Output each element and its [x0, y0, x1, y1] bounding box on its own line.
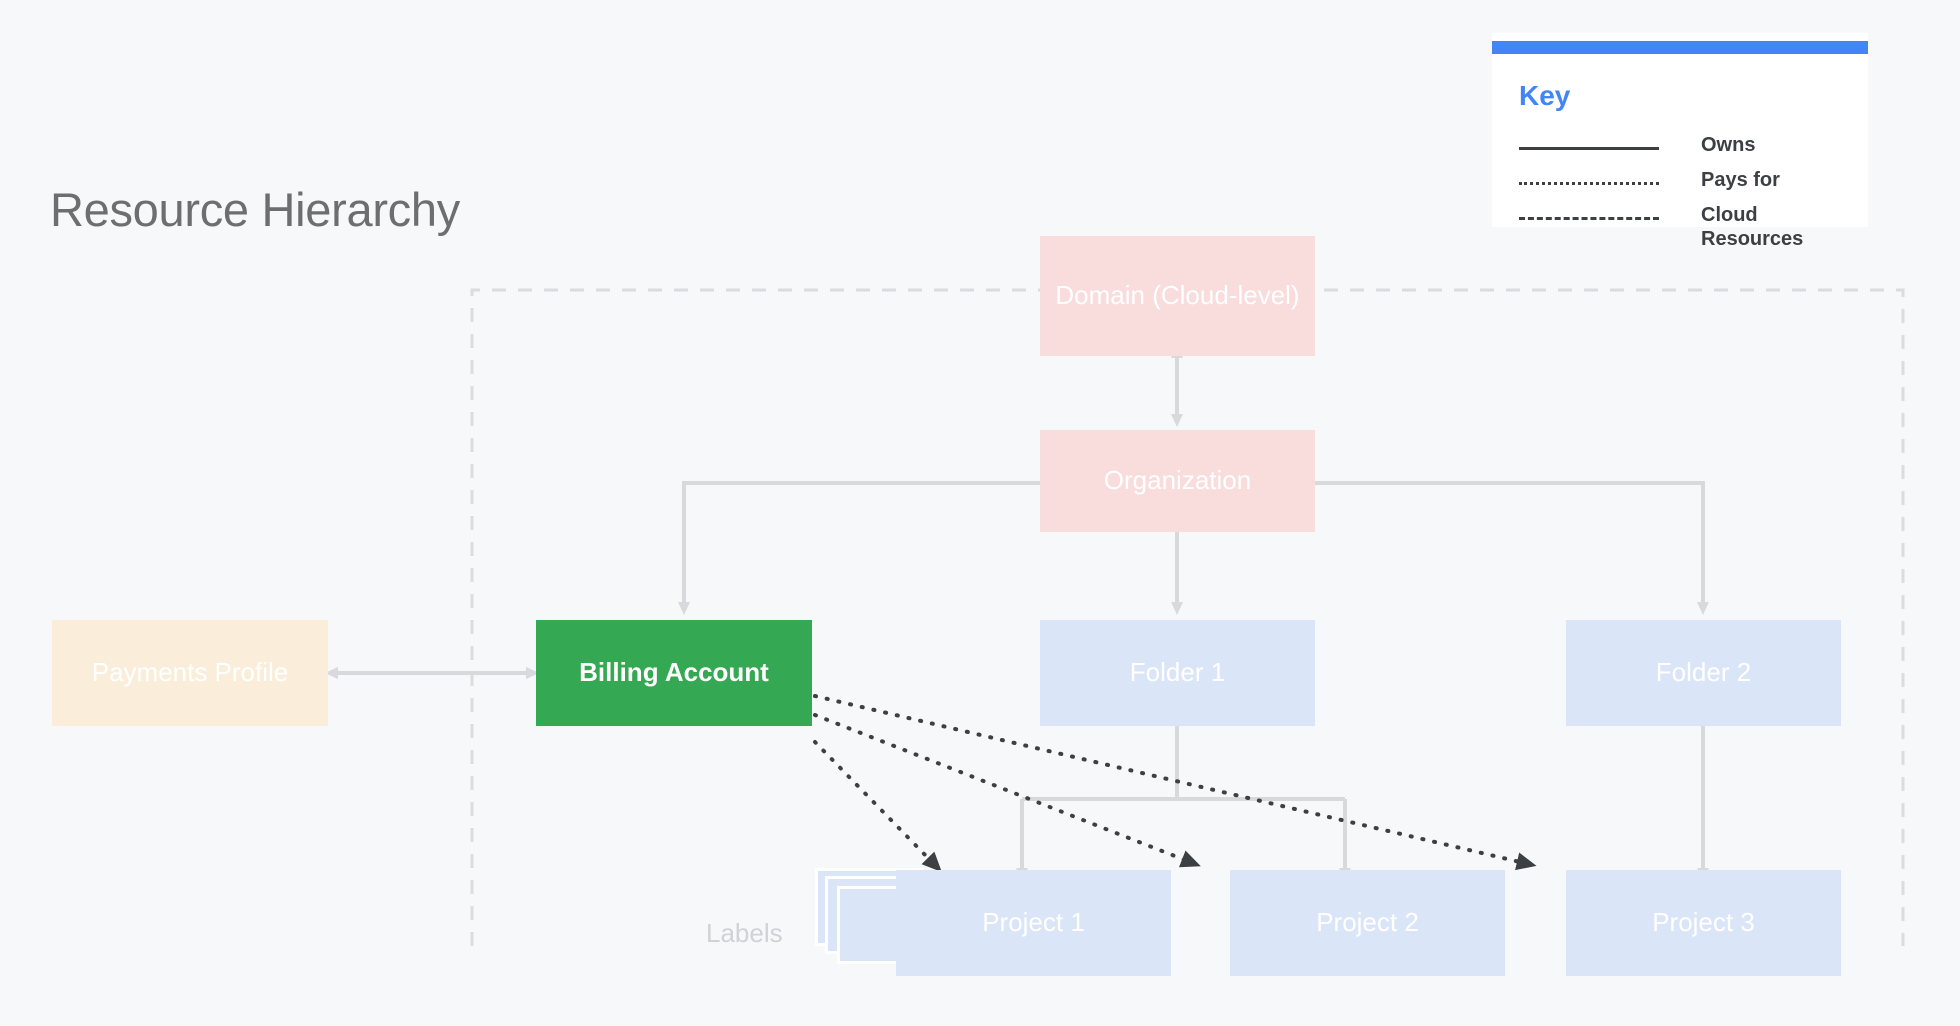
dashed-line-icon [1519, 217, 1659, 220]
edge-billing-project1 [813, 740, 942, 873]
page-title: Resource Hierarchy [50, 183, 460, 236]
key-title: Key [1519, 80, 1571, 111]
node-billing-account-label: Billing Account [579, 657, 769, 688]
node-billing-account[interactable]: Billing Account [536, 620, 812, 726]
node-project-2-label: Project 2 [1316, 907, 1419, 938]
node-folder-1-label: Folder 1 [1129, 657, 1226, 688]
node-organization-label: Organization [1103, 465, 1252, 496]
key-accent-bar [1492, 41, 1868, 54]
node-organization[interactable]: Organization [1040, 430, 1315, 532]
node-project-1-label: Project 1 [982, 907, 1085, 938]
edge-folder1-projects [1016, 726, 1351, 881]
node-project-3[interactable]: Project 3 [1566, 870, 1841, 976]
node-project-3-label: Project 3 [1652, 907, 1755, 938]
node-folder-2-label: Folder 2 [1655, 657, 1752, 688]
node-payments-profile-label: Payments Profile [91, 657, 289, 688]
cloud-resources-boundary [470, 288, 1905, 946]
key-legend-item-pays-for-label: Pays for [1701, 169, 1780, 191]
node-domain-label: Domain (Cloud-level) [1055, 280, 1300, 311]
node-folder-1[interactable]: Folder 1 [1040, 620, 1315, 726]
node-folder-2[interactable]: Folder 2 [1566, 620, 1841, 726]
edge-billing-project2 [813, 713, 1201, 868]
solid-line-icon [1519, 147, 1659, 150]
key-legend-item-owns-label: Owns [1701, 134, 1756, 156]
dotted-line-icon [1519, 182, 1659, 185]
node-payments-profile[interactable]: Payments Profile [52, 620, 328, 726]
edge-org-billing [678, 481, 1040, 615]
node-domain[interactable]: Domain (Cloud-level) [1040, 236, 1315, 356]
key-legend-item-pays-for: Pays for [1519, 169, 1849, 207]
node-project-2[interactable]: Project 2 [1230, 870, 1505, 976]
key-legend-item-cloud-resources: Cloud Resources [1519, 204, 1849, 259]
key-panel: Key Owns Pays for Cloud Resources [1492, 33, 1868, 250]
labels-caption: Labels [706, 918, 783, 948]
node-project-1[interactable]: Project 1 [896, 870, 1171, 976]
key-legend-item-owns: Owns [1519, 134, 1849, 172]
key-legend-item-cloud-resources-label: Cloud Resources [1701, 204, 1804, 251]
key-legend-list: Owns Pays for Cloud Resources [1519, 134, 1849, 259]
edge-org-folder2 [1315, 481, 1709, 615]
